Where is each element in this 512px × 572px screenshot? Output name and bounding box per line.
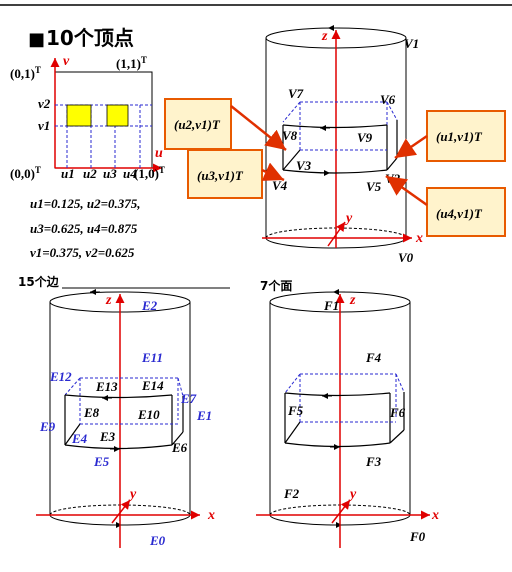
edge-label-e8: E8	[83, 405, 100, 420]
face-label-f3: F3	[365, 454, 382, 469]
yellow-patch-left	[66, 104, 92, 127]
equation-line-3: v1=0.375, v2=0.625	[30, 245, 135, 260]
faces-title: 7个面	[260, 278, 292, 293]
vertex-label-v7: V7	[288, 86, 304, 101]
u2-tick: u2	[83, 166, 97, 181]
edge-label-e14: E14	[141, 378, 164, 393]
vertex-label-v1: V1	[404, 36, 419, 51]
vertex-label-v0: V0	[398, 250, 414, 265]
u4-tick: u4	[123, 166, 137, 181]
edge-label-e4: E4	[71, 431, 88, 446]
y-axis	[327, 221, 346, 247]
callout-u4v1-text: (u4,v1)T	[436, 206, 483, 221]
yellow-patch-right	[106, 104, 129, 127]
faces-x-label: x	[431, 508, 439, 523]
u1-tick: u1	[61, 166, 75, 181]
equation-line-2: u3=0.625, u4=0.875	[30, 221, 138, 236]
vertex-diagram: z y x V1 V0 V7 V6 V8 V9 V3 V4 V2 V5	[262, 25, 423, 265]
face-label-f6: F6	[389, 405, 406, 420]
callout-u4v1-arrow	[385, 174, 428, 207]
vertex-label-v8: V8	[282, 128, 298, 143]
u-axis-label: u	[155, 146, 163, 161]
face-label-f2: F2	[283, 486, 300, 501]
corner-label-00: (0,0)T	[10, 165, 41, 181]
edge-label-e3: E3	[99, 429, 116, 444]
edges-diagram: 15个边 z y x E2 E11 E12	[18, 274, 230, 548]
edge-label-e1: E1	[196, 408, 212, 423]
corner-label-01: (0,1)T	[10, 65, 41, 81]
edge-label-e7: E7	[180, 391, 197, 406]
callout-u2v1-arrow	[230, 105, 287, 151]
edge-label-e13: E13	[95, 379, 118, 394]
callout-u2v1	[164, 98, 232, 150]
callout-u3v1-arrow	[261, 162, 285, 182]
equation-line-1: u1=0.125, u2=0.375,	[30, 196, 141, 211]
edge-label-e0: E0	[149, 533, 166, 548]
faces-z-label: z	[349, 293, 356, 308]
faces-y-label: y	[348, 487, 357, 502]
edges-title: 15个边	[18, 274, 60, 289]
edge-label-e2: E2	[141, 298, 158, 313]
callout-u1v1-arrow	[394, 134, 428, 160]
vertex-label-v3: V3	[296, 158, 312, 173]
callout-u3v1-text: (u3,v1)T	[197, 168, 244, 183]
param-square: (0,1)T (1,1)T (0,0)T (1,0)T v u v2 v1 u1…	[10, 54, 165, 181]
edge-label-e12: E12	[49, 369, 72, 384]
bullet-square: ■	[28, 29, 45, 50]
callout-u3v1	[187, 149, 263, 199]
edge-label-e6: E6	[171, 440, 188, 455]
edge-label-e5: E5	[93, 454, 110, 469]
corner-label-10: (1,0)T	[134, 165, 165, 181]
face-label-f5: F5	[287, 403, 304, 418]
callouts: (u2,v1)T (u3,v1)T (u1,v1)T (u4,v1)T	[164, 98, 506, 237]
callout-u4v1	[426, 187, 506, 237]
edge-label-e11: E11	[141, 350, 163, 365]
edges-x-label: x	[207, 508, 215, 523]
edges-y-label: y	[128, 487, 137, 502]
v-axis-label: v	[63, 54, 70, 69]
vertex-label-v5: V5	[366, 179, 382, 194]
edge-label-e9: E9	[39, 419, 56, 434]
edge-label-e10: E10	[137, 407, 160, 422]
v2-label: v2	[38, 96, 51, 111]
faces-diagram: 7个面 z y x F1 F4 F5 F6	[256, 278, 439, 548]
y-axis-label: y	[344, 211, 353, 226]
header: ■ 10个顶点	[28, 26, 134, 50]
face-label-f1: F1	[323, 298, 339, 313]
corner-label-11: (1,1)T	[116, 55, 147, 71]
vertex-label-v6: V6	[380, 92, 396, 107]
edge-labels: z y x E2 E11 E12 E13 E14 E7 E1 E8 E9 E10…	[39, 293, 215, 548]
vertices-title: 10个顶点	[46, 26, 134, 50]
equations: u1=0.125, u2=0.375, u3=0.625, u4=0.875 v…	[30, 196, 141, 260]
vertex-label-v9: V9	[357, 130, 373, 145]
callout-u2v1-text: (u2,v1)T	[174, 117, 221, 132]
z-axis-label: z	[321, 29, 328, 44]
callout-u1v1	[426, 110, 506, 162]
face-label-f0: F0	[409, 529, 426, 544]
face-label-f4: F4	[365, 350, 382, 365]
u3-tick: u3	[103, 166, 117, 181]
face-labels: z y x F1 F4 F5 F6 F3 F2 F0	[283, 293, 439, 544]
vertex-label-v4: V4	[272, 178, 288, 193]
v1-label: v1	[38, 118, 50, 133]
callout-u1v1-text: (u1,v1)T	[436, 129, 483, 144]
edges-z-label: z	[105, 293, 112, 308]
x-axis-label: x	[415, 231, 423, 246]
